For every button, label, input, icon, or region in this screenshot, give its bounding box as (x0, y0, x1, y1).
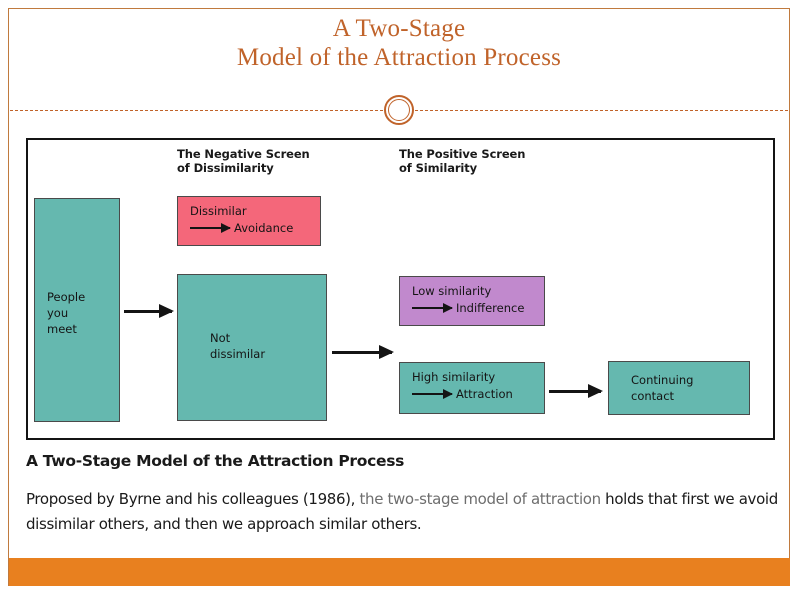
node-not-dissimilar-line-2: dissimilar (210, 347, 266, 361)
node-not-dissimilar-line-1: Not (210, 331, 231, 345)
figure-panel: The Negative Screen of Dissimilarity The… (26, 138, 775, 440)
node-not-dissimilar: Not dissimilar (177, 274, 331, 425)
node-continuing-contact-label: Continuing contact (631, 372, 693, 404)
node-people-line-2: you (47, 306, 69, 320)
node-low-similarity-label: Low similarity Indifference (412, 283, 524, 316)
node-continuing-contact: Continuing contact (608, 361, 754, 419)
node-high-similarity-to-wrap: Attraction (412, 386, 513, 402)
node-continuing-contact-line-2: contact (631, 389, 675, 403)
node-people-line-3: meet (47, 322, 77, 336)
node-low-similarity-from: Low similarity (412, 284, 492, 298)
circle-ornament-icon (384, 95, 414, 125)
page-title-line-2: Model of the Attraction Process (236, 44, 562, 71)
caption-body-part-2: holds that first we avoid dissimilar oth… (26, 490, 778, 533)
column-heading-negative-line-2: of Dissimilarity (177, 161, 274, 175)
node-not-dissimilar-label: Not dissimilar (210, 330, 265, 362)
caption-heading: A Two-Stage Model of the Attraction Proc… (26, 452, 405, 470)
node-low-similarity-to-wrap: Indifference (412, 300, 524, 316)
node-continuing-contact-line-1: Continuing (631, 373, 694, 387)
node-high-similarity-attraction: High similarity Attraction (399, 362, 549, 418)
page-title: A Two-Stage Model of the Attraction Proc… (10, 14, 788, 72)
node-high-similarity-to: Attraction (456, 387, 513, 401)
column-heading-positive-line-2: of Similarity (399, 161, 478, 175)
connector-high-similarity-to-continuing-contact-icon (549, 384, 603, 398)
column-heading-positive-screen: The Positive Screen of Similarity (399, 147, 525, 175)
node-people-you-meet: People you meet (34, 198, 124, 426)
bottom-accent-band (9, 558, 790, 586)
node-high-similarity-label: High similarity Attraction (412, 369, 513, 402)
node-dissimilar-to: Avoidance (234, 221, 294, 235)
arrow-right-icon (412, 389, 453, 399)
node-dissimilar-from: Dissimilar (190, 204, 247, 218)
arrow-right-icon (412, 303, 453, 313)
node-people-line-1: People (47, 290, 86, 304)
connector-not-dissimilar-to-high-similarity-icon (332, 345, 394, 359)
page-title-line-1: A Two-Stage (332, 15, 466, 42)
caption-body-highlight: the two-stage model of attraction (359, 490, 602, 508)
column-heading-negative-screen: The Negative Screen of Dissimilarity (177, 147, 310, 175)
column-heading-positive-line-1: The Positive Screen (399, 147, 526, 161)
node-dissimilar-to-wrap: Avoidance (190, 220, 293, 236)
node-high-similarity-from: High similarity (412, 370, 496, 384)
node-low-similarity-to: Indifference (456, 301, 525, 315)
caption-body: Proposed by Byrne and his colleagues (19… (26, 487, 778, 537)
connector-people-to-not-dissimilar-icon (124, 304, 174, 318)
node-people-you-meet-label: People you meet (47, 289, 85, 337)
arrow-right-icon (190, 223, 231, 233)
node-dissimilar-avoidance: Dissimilar Avoidance (177, 196, 325, 250)
node-low-similarity-indifference: Low similarity Indifference (399, 276, 549, 330)
caption-body-part-1: Proposed by Byrne and his colleagues (19… (26, 490, 360, 508)
node-dissimilar-avoidance-label: Dissimilar Avoidance (190, 203, 293, 236)
column-heading-negative-line-1: The Negative Screen (177, 147, 310, 161)
